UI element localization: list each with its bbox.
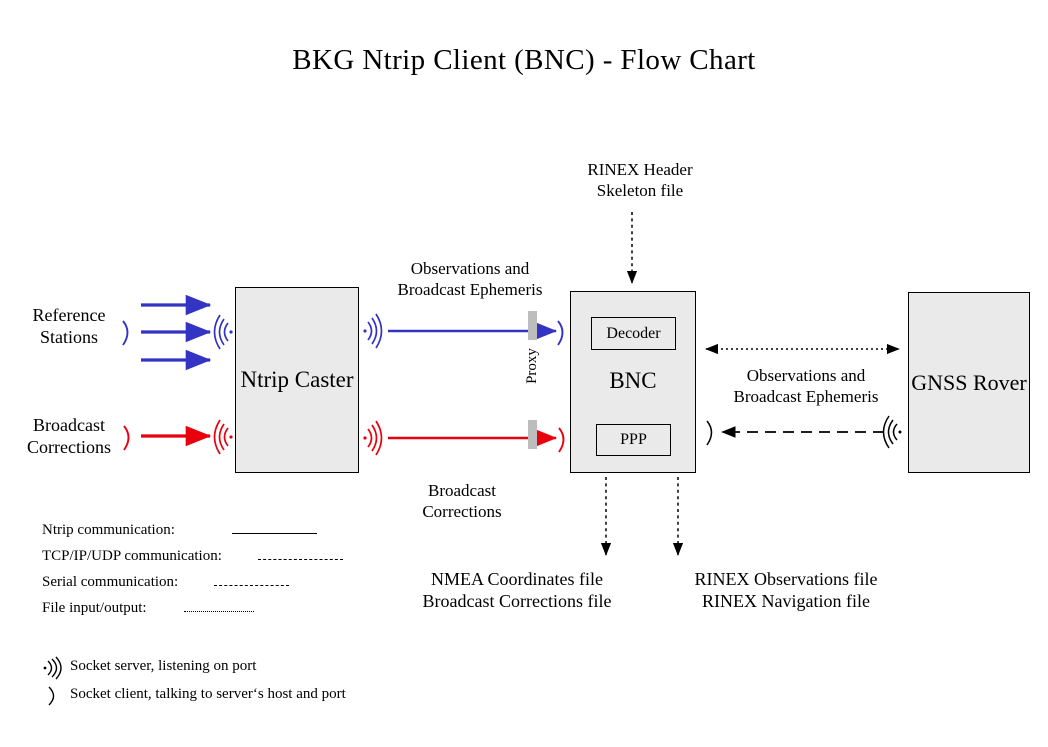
proxy-bar-top <box>528 311 537 340</box>
socket-server-icon-caster-out-corrections <box>363 420 383 456</box>
proxy-bar-bottom <box>528 420 537 449</box>
socket-server-icon-caster-corrections <box>213 419 233 455</box>
proxy-label: Proxy <box>524 348 540 384</box>
socket-client-icon-broadcast-corrections <box>123 425 130 451</box>
label-observations-ephemeris-bnc-rover: Observations and Broadcast Ephemeris <box>733 366 879 406</box>
legend-swatch-dotted <box>184 611 254 612</box>
legend-swatch-solid <box>232 533 317 534</box>
label-observations-ephemeris-caster-bnc: Observations and Broadcast Ephemeris <box>397 259 543 299</box>
socket-server-icon-rover-tcpip <box>882 415 902 449</box>
label-broadcast-corrections-caster-bnc: Broadcast Corrections <box>422 481 502 521</box>
page-title: BKG Ntrip Client (BNC) - Flow Chart <box>292 44 756 76</box>
socket-client-icon-bnc-corrections <box>558 427 565 453</box>
legend-swatch-long-dash <box>258 559 343 560</box>
label-broadcast-corrections-input: Broadcast Corrections <box>27 415 111 457</box>
socket-server-icon <box>43 656 62 680</box>
legend-label-file-io: File input/output: <box>42 600 147 616</box>
node-bnc-label: BNC <box>609 368 657 393</box>
legend-label-socket-client: Socket client, talking to server‘s host … <box>70 686 346 702</box>
connector-reference-stations-to-caster <box>141 294 212 371</box>
node-ppp[interactable]: PPP <box>596 424 671 456</box>
label-rinex-output-files: RINEX Observations file RINEX Navigation… <box>694 569 878 611</box>
node-ntrip-caster[interactable]: Ntrip Caster <box>235 287 359 473</box>
socket-server-icon-caster-observations <box>213 314 233 350</box>
socket-client-icon-bnc-rover <box>706 420 713 446</box>
legend-label-serial: Serial communication: <box>42 574 179 590</box>
node-decoder[interactable]: Decoder <box>591 317 676 350</box>
legend-label-tcpip: TCP/IP/UDP communication: <box>42 548 222 564</box>
legend-label-ntrip: Ntrip communication: <box>42 522 175 538</box>
label-rinex-header-skeleton-file: RINEX Header Skeleton file <box>587 160 693 200</box>
socket-server-icon-caster-out-observations <box>363 313 383 349</box>
socket-client-icon-bnc-observations <box>557 320 564 346</box>
label-nmea-output-files: NMEA Coordinates file Broadcast Correcti… <box>422 569 612 611</box>
legend-label-socket-server: Socket server, listening on port <box>70 658 257 674</box>
legend-swatch-dash-dot <box>214 585 289 586</box>
label-reference-stations: Reference Stations <box>32 305 106 347</box>
socket-client-icon-reference-stations <box>122 320 129 346</box>
socket-client-icon <box>48 686 55 706</box>
node-gnss-rover[interactable]: GNSS Rover <box>908 292 1030 473</box>
